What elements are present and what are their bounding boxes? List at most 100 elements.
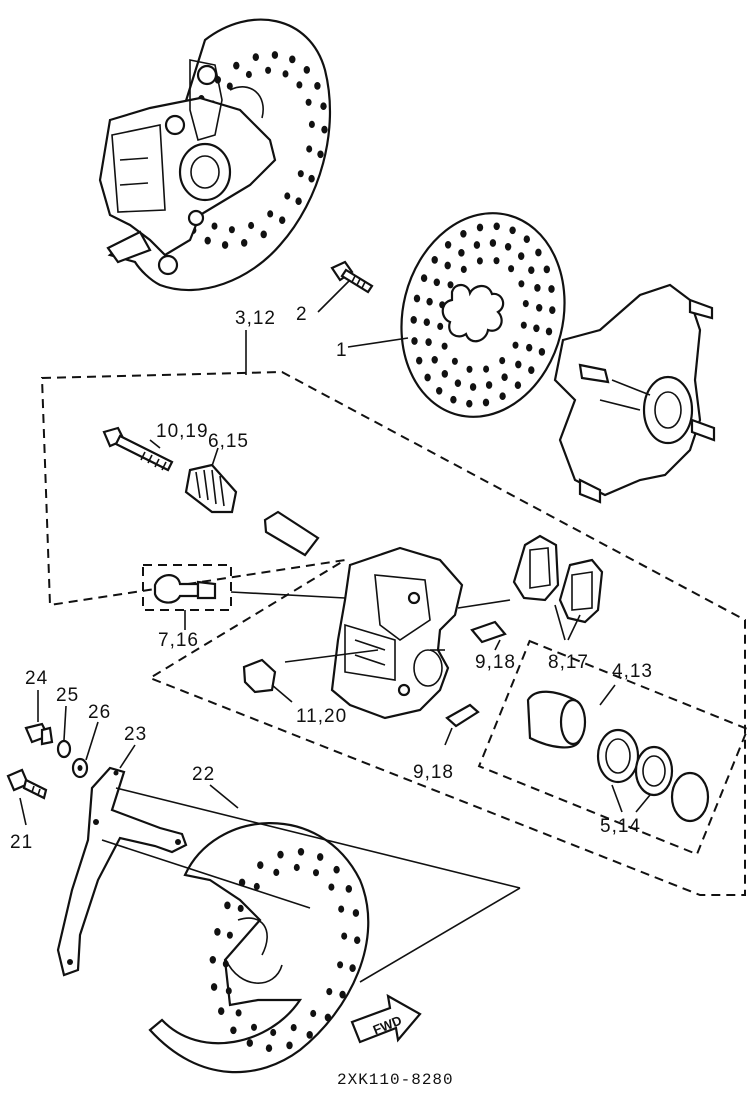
drilled-hole (493, 222, 500, 231)
drilled-hole (548, 285, 555, 293)
callout-22: 22 (192, 764, 215, 785)
drilled-hole (251, 1023, 257, 1031)
drilled-hole (214, 928, 221, 936)
drilled-hole (265, 1044, 273, 1053)
disc-bolt-part-2[interactable] (330, 260, 374, 294)
drilled-hole (526, 343, 533, 352)
drilled-hole (433, 278, 440, 287)
caliper-bolt-part-10[interactable] (102, 426, 174, 472)
drilled-hole (354, 936, 361, 945)
callout-7-16: 7,16 (158, 630, 199, 651)
drilled-hole (286, 1041, 293, 1050)
part-7-box[interactable] (142, 564, 232, 611)
drilled-hole (431, 256, 438, 264)
drilled-hole (308, 120, 315, 128)
drilled-hole (204, 236, 211, 245)
drilled-hole (543, 265, 550, 274)
brake-disc-part-1[interactable] (380, 196, 585, 435)
drilled-hole (545, 327, 553, 336)
drilled-hole (469, 383, 477, 391)
drilled-hole (528, 266, 535, 275)
wheel-hub (553, 283, 716, 504)
pad-spring-upper[interactable] (470, 620, 507, 644)
drilled-hole (320, 102, 327, 111)
bleed-screw-part-6[interactable] (184, 463, 238, 514)
drilled-hole (252, 53, 259, 61)
drilled-hole (338, 905, 345, 913)
drilled-hole (518, 280, 525, 288)
drilled-hole (306, 145, 313, 153)
drilled-hole (295, 197, 302, 206)
drilled-hole (458, 248, 465, 257)
callout-8-17: 8,17 (548, 652, 589, 673)
washer-part-25[interactable] (56, 739, 72, 759)
drilled-hole (306, 1031, 313, 1039)
callout-26: 26 (88, 702, 111, 723)
drilled-hole (512, 341, 519, 349)
drilled-hole (476, 223, 484, 232)
drilled-hole (437, 322, 444, 330)
drilled-hole (454, 379, 462, 388)
drilled-hole (248, 221, 255, 230)
washer-part-26[interactable] (71, 757, 89, 779)
drilled-hole (305, 98, 312, 106)
disc-cover-part-22[interactable] (148, 822, 370, 1074)
drilled-hole (257, 861, 264, 869)
callout-4-13: 4,13 (612, 661, 653, 682)
bolt-part-21[interactable] (6, 768, 48, 800)
drilled-hole (224, 901, 231, 910)
drilled-hole (297, 847, 305, 856)
drilled-hole (238, 878, 246, 887)
drilled-hole (533, 324, 540, 333)
pin-sleeve (263, 510, 320, 557)
drilled-hole (349, 964, 356, 972)
drilled-hole (341, 932, 348, 940)
callout-25: 25 (56, 685, 79, 706)
bracket-part-23[interactable] (56, 766, 188, 977)
drilled-hole (326, 988, 333, 996)
drilled-hole (518, 252, 525, 260)
drilled-hole (293, 863, 300, 872)
drilled-hole (303, 66, 310, 74)
drilled-hole (226, 931, 233, 939)
pad-spring-lower[interactable] (445, 703, 480, 728)
drilled-hole (284, 192, 291, 200)
callout-6-15: 6,15 (208, 431, 249, 452)
drilled-hole (535, 248, 542, 257)
drilled-hole (538, 348, 546, 356)
drilled-hole (241, 239, 248, 247)
drilled-hole (460, 265, 467, 273)
fwd-arrow-icon (350, 993, 422, 1044)
drilled-hole (271, 51, 279, 59)
drilled-hole (483, 365, 490, 373)
drilled-hole (310, 1009, 317, 1018)
drilled-hole (267, 210, 274, 218)
callout-5-14: 5,14 (600, 816, 641, 837)
assembled-brake-caliper (98, 59, 277, 276)
drilled-hole (441, 370, 448, 378)
drilled-hole (549, 306, 556, 314)
drilled-hole (246, 1039, 253, 1047)
drilled-hole (226, 82, 233, 90)
drilled-hole (447, 281, 454, 289)
drilled-hole (420, 274, 428, 282)
dust-seal-part-11[interactable] (242, 658, 277, 694)
drilled-hole (485, 381, 493, 389)
drilled-hole (501, 373, 508, 382)
drilled-hole (277, 850, 284, 859)
drilled-hole (466, 365, 473, 373)
drilled-hole (523, 235, 530, 244)
callout-21: 21 (10, 832, 33, 853)
caliper-kit-outline (40, 370, 746, 896)
callout-23: 23 (124, 724, 147, 745)
drilled-hole (352, 909, 360, 917)
piston-part-4[interactable] (526, 690, 587, 749)
drilled-hole (260, 230, 267, 239)
piston-seals-part-5[interactable] (596, 728, 710, 823)
drilled-hole (514, 381, 522, 390)
bolt-part-24[interactable] (24, 722, 54, 746)
brake-pads-part-8[interactable] (512, 534, 604, 624)
caliper-body (330, 546, 464, 720)
drilled-hole (413, 294, 421, 303)
drilled-hole (444, 261, 451, 270)
